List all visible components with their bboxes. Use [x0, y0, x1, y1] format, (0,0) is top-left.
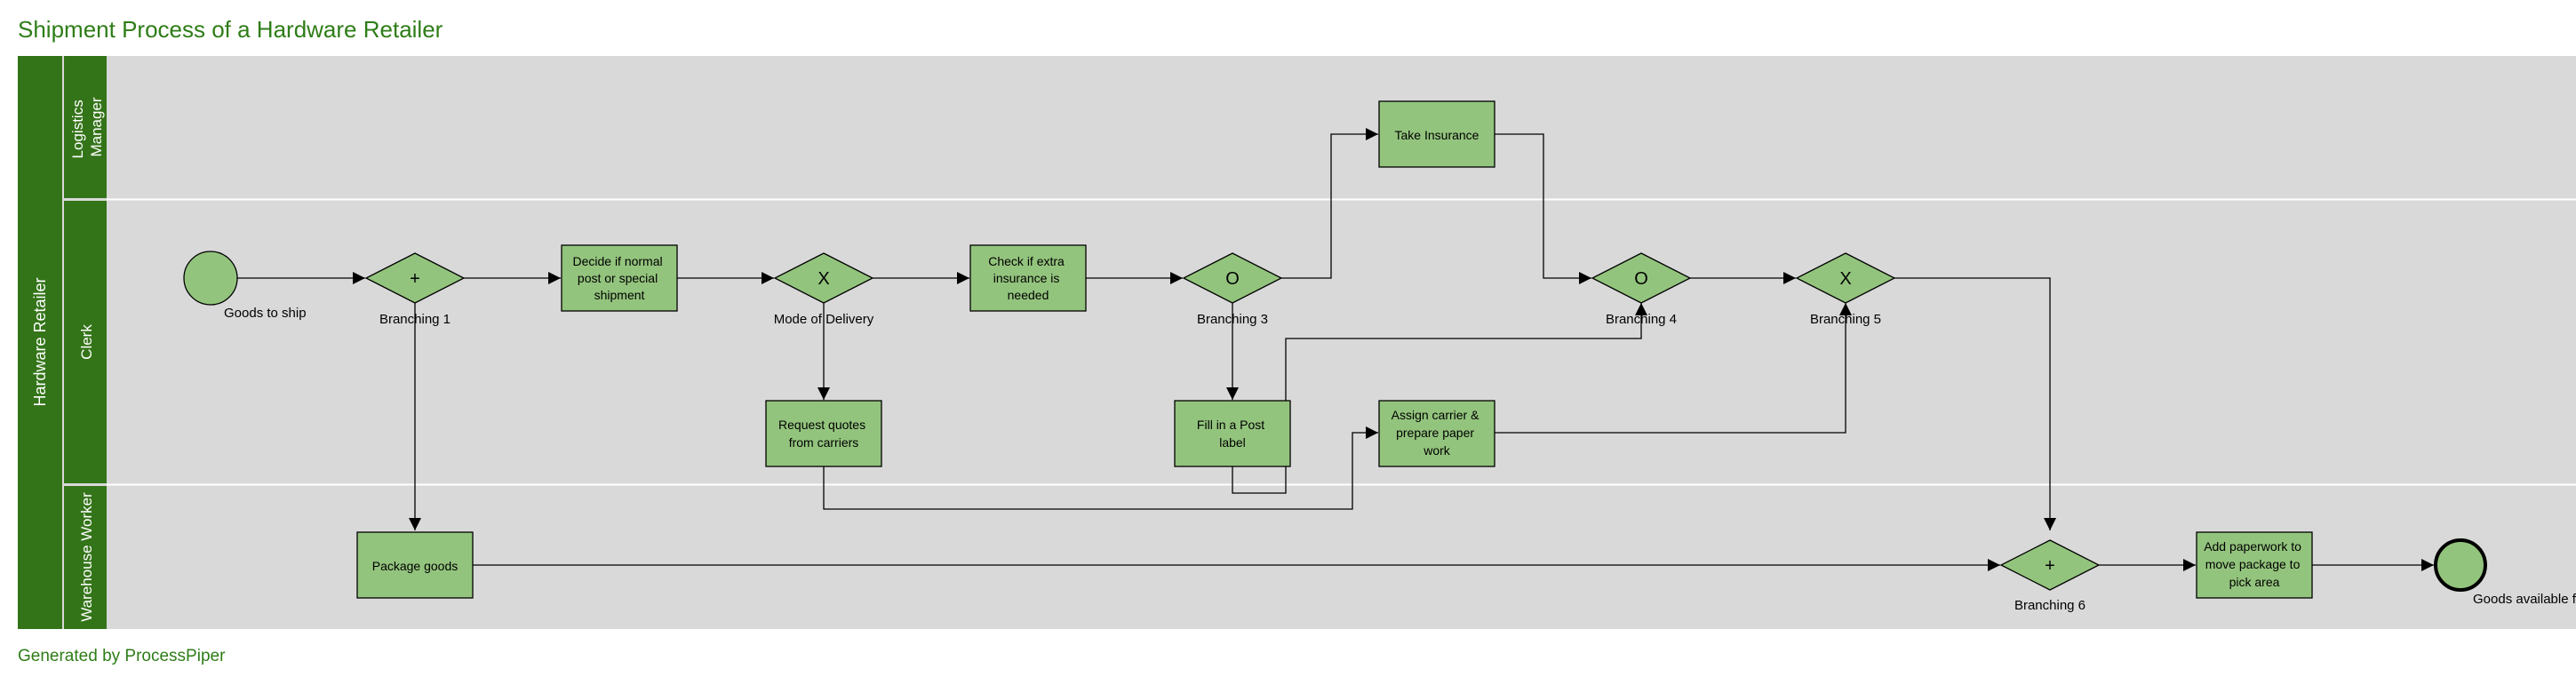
sequence-flows: [237, 128, 2434, 571]
end-event: [2434, 538, 2487, 592]
gateway-label: Branching 6: [2014, 598, 2086, 613]
task-assign-carrier: [1378, 400, 1495, 467]
footer-credit: Generated by ProcessPiper: [18, 647, 226, 665]
flow-b3-insurance: [1281, 128, 1378, 279]
gateway-symbol: O: [1634, 269, 1648, 289]
flow-carrier-b5: [1495, 303, 1852, 434]
pool-band: [18, 56, 62, 629]
gateway-symbol: X: [1839, 269, 1851, 289]
start-event-label: Goods to ship: [224, 306, 307, 321]
gateway-symbol: +: [2045, 556, 2055, 576]
gateway-symbol: +: [410, 269, 420, 289]
task-check-insurance: [969, 244, 1087, 312]
lane-band-clerk: [64, 201, 107, 483]
task-label: Decide if normal post or special shipmen…: [572, 254, 666, 302]
task-label: Add paperwork to move package to pick ar…: [2204, 539, 2305, 589]
task-label: Take Insurance: [1395, 128, 1479, 142]
gateway-label: Branching 1: [379, 312, 451, 327]
gateway-branching-3: [1182, 252, 1283, 304]
page-title: Shipment Process of a Hardware Retailer: [18, 16, 443, 43]
task-fill-post-label: [1174, 400, 1291, 467]
end-event-label: Goods available for pick: [2473, 592, 2576, 607]
gateway-mode-of-delivery: [773, 252, 874, 304]
gateway-branching-4: [1591, 252, 1692, 304]
flow-quotes-carrier: [823, 426, 1378, 510]
gateway-label: Mode of Delivery: [774, 312, 874, 327]
task-decide-shipment: [561, 244, 678, 312]
gateway-label: Branching 5: [1810, 312, 1881, 327]
flow-b5-b6: [1894, 277, 2056, 530]
lane-label-warehouse: Warehouse Worker: [78, 492, 95, 622]
gateway-symbol: X: [817, 269, 829, 289]
flow-insurance-b4: [1495, 133, 1591, 284]
gateway-symbol: O: [1225, 269, 1240, 289]
gateway-branching-5: [1795, 252, 1896, 304]
task-label: Assign carrier & prepare paper work: [1392, 408, 1483, 458]
lane-label-clerk: Clerk: [78, 324, 95, 360]
lane-band-warehouse: [64, 486, 107, 629]
task-label: Package goods: [372, 559, 459, 573]
gateway-label: Branching 4: [1606, 312, 1677, 327]
start-event: [183, 251, 238, 306]
gateway-branching-6: [1999, 539, 2101, 591]
task-label: Fill in a Post label: [1197, 418, 1268, 450]
task-request-quotes: [765, 400, 882, 467]
task-label: Request quotes from carriers: [778, 418, 869, 450]
task-add-paperwork: [2196, 531, 2313, 599]
task-package-goods: [356, 531, 474, 599]
lane-band-logistics: [64, 56, 107, 198]
task-label: Check if extra insurance is needed: [988, 254, 1067, 302]
gateway-label: Branching 3: [1197, 312, 1268, 327]
task-take-insurance: [1378, 100, 1495, 168]
pool-label: Hardware Retailer: [31, 277, 49, 406]
gateway-branching-1: [364, 252, 466, 304]
lane-label-logistics: Logistics Manager: [69, 96, 105, 159]
